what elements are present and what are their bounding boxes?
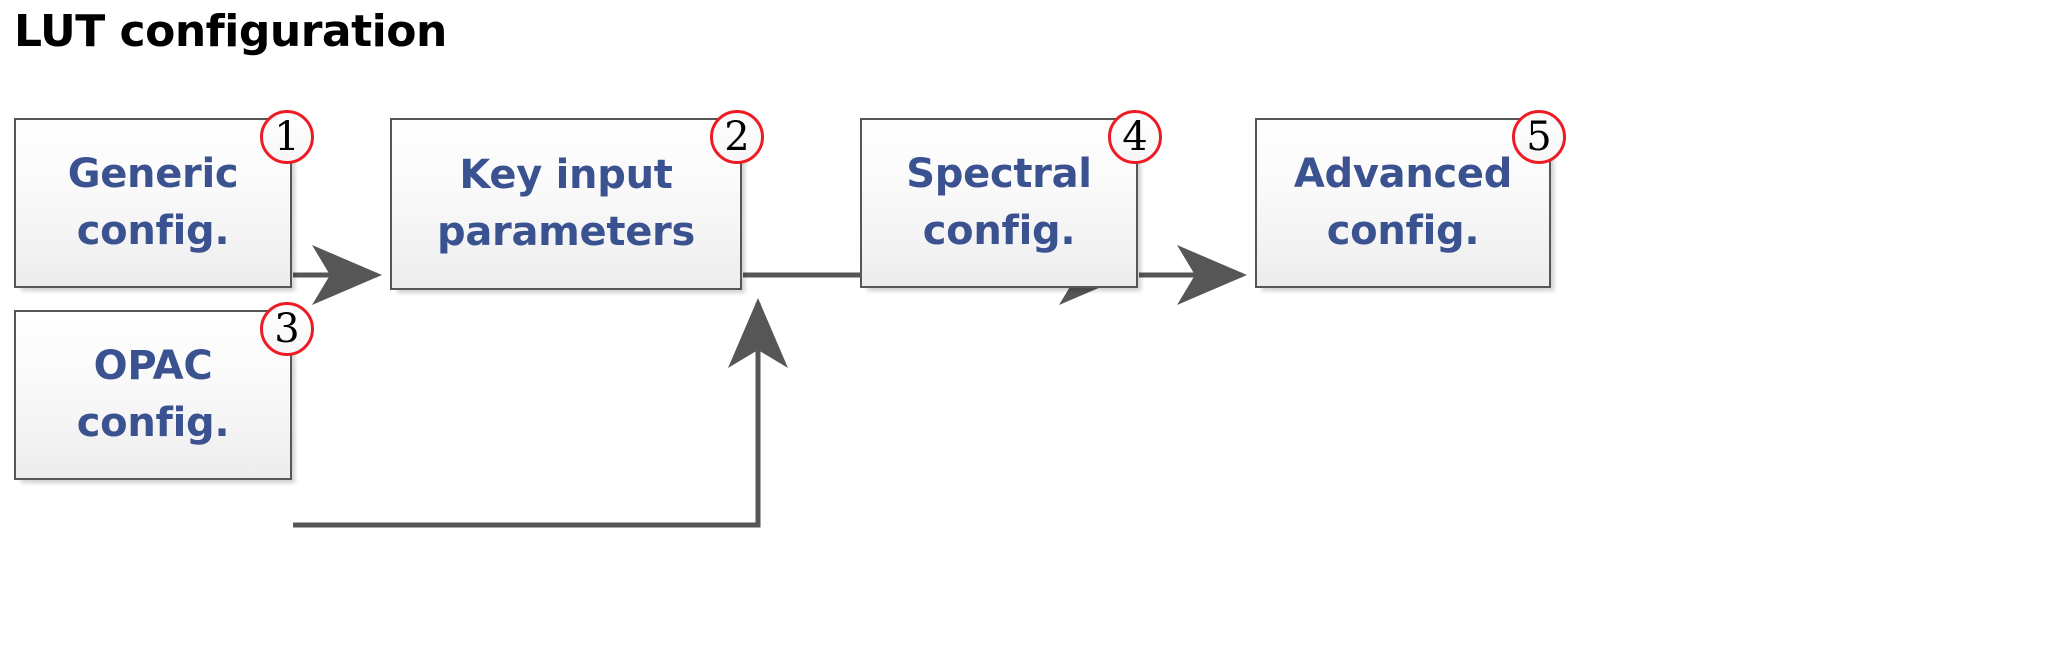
badge-2: 2 <box>710 110 764 164</box>
node-key-input-parameters[interactable]: Key input parameters <box>390 118 742 290</box>
node-spectral-config[interactable]: Spectral config. <box>860 118 1138 288</box>
node-advanced-config[interactable]: Advanced config. <box>1255 118 1551 288</box>
page-title: LUT configuration <box>14 6 447 57</box>
node-generic-config-label: Generic config. <box>67 151 239 254</box>
node-opac-config-label: OPAC config. <box>76 343 230 446</box>
node-advanced-config-label: Advanced config. <box>1293 151 1513 254</box>
badge-5: 5 <box>1512 110 1566 164</box>
connector-opac-to-key-input <box>293 298 788 528</box>
node-generic-config[interactable]: Generic config. <box>14 118 292 288</box>
badge-1: 1 <box>260 110 314 164</box>
node-key-input-parameters-label: Key input parameters <box>437 152 695 255</box>
node-spectral-config-label: Spectral config. <box>906 151 1092 254</box>
node-opac-config[interactable]: OPAC config. <box>14 310 292 480</box>
badge-3: 3 <box>260 302 314 356</box>
badge-4: 4 <box>1108 110 1162 164</box>
